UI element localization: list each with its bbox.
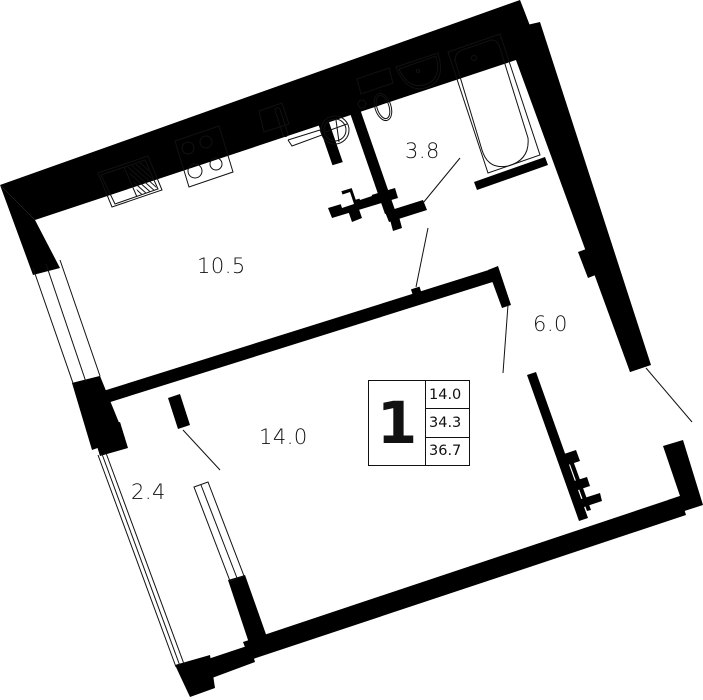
bathtub bbox=[447, 33, 541, 174]
area-summary: 14.0 34.3 36.7 bbox=[426, 381, 469, 465]
living-area: 14.0 bbox=[426, 381, 469, 410]
door-stub bbox=[410, 286, 423, 298]
tub-hallway-wall bbox=[474, 157, 548, 190]
bath-bottom-wall-stub bbox=[388, 209, 402, 231]
bath-door-swing bbox=[422, 157, 461, 204]
balcony-bottom-wall-2 bbox=[205, 645, 255, 678]
room-area-balcony: 2.4 bbox=[131, 480, 166, 504]
living-left-wall-lower bbox=[228, 575, 268, 646]
bath-kitchen-wall bbox=[310, 96, 362, 222]
room-area-hallway: 6.0 bbox=[533, 312, 568, 336]
room-area-kitchen: 10.5 bbox=[197, 254, 246, 278]
kitchen-door-swing bbox=[415, 227, 429, 288]
room-area-bathroom: 3.8 bbox=[405, 139, 440, 163]
right-outer-wall-thick bbox=[505, 22, 651, 372]
bottom-right-corner bbox=[663, 440, 703, 515]
shaft-wall-bottom bbox=[328, 188, 398, 218]
bottom-outer-wall bbox=[243, 496, 686, 660]
kitchen-living-wall bbox=[100, 268, 499, 404]
shaft bbox=[330, 155, 372, 208]
room-count: 1 bbox=[369, 381, 426, 465]
living-wall-stub bbox=[168, 394, 190, 429]
room-area-living: 14.0 bbox=[259, 425, 308, 449]
top-outer-wall bbox=[0, 0, 540, 220]
entrance-door-swing bbox=[645, 367, 693, 423]
kitchen-sink bbox=[97, 155, 163, 208]
washing-machine bbox=[320, 115, 350, 145]
apartment-summary-legend: 1 14.0 34.3 36.7 bbox=[368, 380, 470, 466]
living-wall-corner bbox=[488, 266, 511, 308]
balcony-glazing bbox=[97, 452, 185, 668]
hallway-living-wall bbox=[527, 372, 588, 521]
toilet bbox=[356, 67, 394, 122]
left-outer-wall-upper bbox=[0, 185, 60, 275]
stove bbox=[174, 125, 234, 188]
balcony-bottom-wall bbox=[175, 655, 215, 697]
bath-inner-wall bbox=[342, 86, 395, 214]
door-swings bbox=[182, 157, 693, 471]
living-door-swing bbox=[502, 304, 509, 374]
balcony-door-swing bbox=[182, 429, 221, 471]
hallway-closet bbox=[561, 450, 602, 511]
total-area: 34.3 bbox=[426, 409, 469, 438]
right-wall-pier bbox=[578, 244, 608, 278]
total-area-with-balcony: 36.7 bbox=[429, 443, 462, 460]
bathroom-sink bbox=[395, 52, 441, 90]
kitchen-window bbox=[32, 259, 101, 387]
living-window bbox=[193, 481, 245, 582]
balcony-left-pier bbox=[92, 422, 128, 456]
